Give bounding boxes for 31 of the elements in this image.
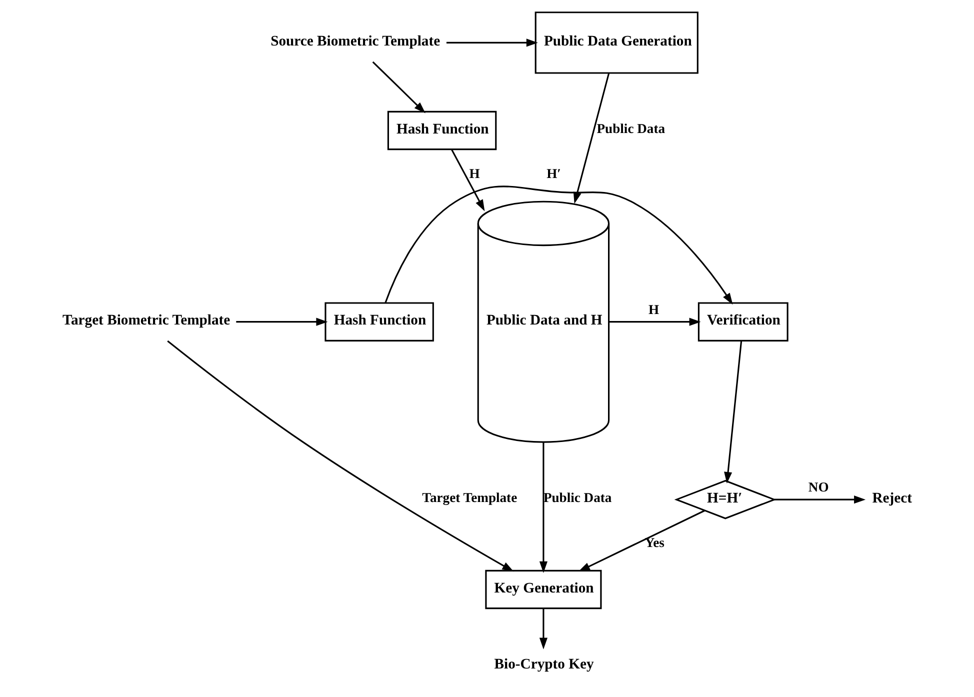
arrow: [539, 608, 548, 650]
arrow: [372, 61, 426, 114]
arrow: [384, 186, 733, 305]
arrow: [450, 149, 485, 212]
arrow: [573, 73, 610, 204]
node-text: Target Biometric Template: [62, 312, 230, 329]
edge-label: Public Data: [543, 490, 612, 506]
arrow: [724, 340, 742, 484]
node-box: Hash Function: [324, 302, 434, 342]
node-box: Public Data Generation: [534, 12, 698, 74]
edge-label: H: [469, 166, 480, 181]
edge-label: H′: [546, 166, 561, 181]
node-box: Verification: [698, 302, 788, 342]
edge-label: Public Data: [596, 121, 666, 136]
edge-label: Yes: [644, 535, 664, 550]
node-box: Key Generation: [485, 570, 602, 610]
arrow: [236, 318, 328, 326]
node-diamond: H=H′: [674, 480, 776, 520]
arrow: [774, 496, 866, 504]
node-box: Hash Function: [387, 110, 497, 150]
edge-label: Target Template: [422, 490, 518, 506]
arrow: [608, 318, 701, 326]
edge-label: NO: [808, 480, 829, 495]
arrow: [539, 442, 548, 573]
arrow: [446, 38, 538, 47]
arrow: [167, 340, 514, 572]
arrow: [578, 510, 706, 572]
node-text: Reject: [872, 490, 912, 506]
node-text: Bio-Crypto Key: [494, 656, 594, 673]
node-text: Source Biometric Template: [270, 34, 440, 50]
edge-label: H: [648, 302, 660, 317]
